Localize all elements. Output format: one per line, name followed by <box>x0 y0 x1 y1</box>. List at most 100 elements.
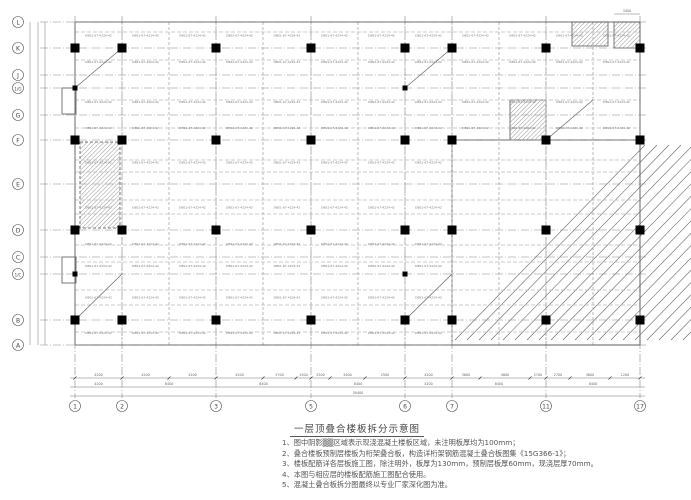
dimension-text: 8400 <box>165 382 173 386</box>
dimension-tick <box>568 376 572 380</box>
column-axis-bubble <box>210 400 222 412</box>
column-axis-label: 11 <box>542 403 550 410</box>
panel-label: DBS1-67-4224-42 <box>556 60 583 64</box>
panel-label: DBS1-67-4224-42 <box>368 206 395 210</box>
panel-label: DBS1-67-4224-42 <box>274 100 301 104</box>
panel-label: DBS1-67-4224-42 <box>368 126 395 130</box>
panel-label: DBS1-67-4224-42 <box>321 161 348 165</box>
dimension-text: 3400 <box>343 373 351 377</box>
dimension-tick <box>120 376 124 380</box>
dimension-tick <box>328 376 332 380</box>
row-axis-label: B <box>16 317 20 324</box>
panel-label: DBS1-67-4224-42 <box>368 264 395 268</box>
panel-label: DBS1-67-4224-42 <box>274 242 301 246</box>
slab-hatch-line <box>646 294 691 341</box>
dimension-text: 4800 <box>501 373 509 377</box>
structural-column <box>306 225 316 235</box>
row-axis-bubble <box>12 251 24 263</box>
cast-in-place-slab-area <box>571 21 609 47</box>
slab-hatch-line <box>502 146 691 341</box>
panel-label: DBS1-67-4224-42 <box>368 100 395 104</box>
panel-label: DBS1-67-4224-42 <box>179 34 206 38</box>
structural-column <box>211 43 221 53</box>
panel-label: DBS1-67-4224-42 <box>85 264 112 268</box>
panel-label: DBS1-67-4224-42 <box>226 100 253 104</box>
panel-label: DBS1-67-4224-42 <box>321 331 348 335</box>
column-axis-label: 6 <box>403 403 407 410</box>
plan-outline <box>74 21 641 346</box>
dimension-text: 1500 <box>299 373 307 377</box>
slab-hatch-line <box>634 282 691 341</box>
dimension-tick <box>638 376 642 380</box>
panel-label: DBS1-67-4224-42 <box>415 60 442 64</box>
dimension-text: 8400 <box>354 382 362 386</box>
slab-hatch-line <box>562 208 691 341</box>
panel-label: DBS1-67-4224-42 <box>556 100 583 104</box>
dimension-text: 4200 <box>424 382 432 386</box>
dimension-tick <box>528 376 532 380</box>
stair-diagonal-line <box>74 273 123 321</box>
slab-hatch-line <box>514 158 691 341</box>
panel-label: DBS1-67-4224-42 <box>179 126 206 130</box>
structural-column <box>70 135 80 145</box>
slab-hatch-line <box>490 144 682 341</box>
panel-label: DBS1-67-4224-42 <box>132 100 159 104</box>
dimension-text: 8400 <box>259 382 267 386</box>
panel-label: DBS1-67-4224-42 <box>274 60 301 64</box>
panel-label: DBS1-67-4224-42 <box>368 242 395 246</box>
slab-hatch-line <box>598 245 691 341</box>
row-axis-label: A <box>16 342 21 349</box>
structural-column <box>211 135 221 145</box>
panel-label: DBS1-67-4224-42 <box>132 126 159 130</box>
note-1: 1、图中阴影▒▒区域表示现浇混凝土楼板区域，未注明板厚均为100mm； <box>282 438 520 447</box>
structural-column <box>400 225 410 235</box>
structural-column <box>117 135 127 145</box>
column-axis-bubble <box>399 400 411 412</box>
row-axis-label: L <box>16 19 20 26</box>
structural-column <box>211 225 221 235</box>
dimension-tick <box>544 376 548 380</box>
panel-label: DBS1-67-4224-42 <box>179 206 206 210</box>
row-axis-label: G <box>16 112 21 119</box>
row-axis-bubble <box>12 314 24 326</box>
panel-label: DBS1-67-4224-42 <box>226 296 253 300</box>
column-axis-label: 7 <box>450 403 454 410</box>
panel-label: DBS1-67-4224-42 <box>321 34 348 38</box>
structural-column <box>117 225 127 235</box>
dimension-text: 2500 <box>381 373 389 377</box>
column-axis-label: 1 <box>73 403 77 410</box>
structural-column <box>635 315 645 325</box>
panel-label: DBS1-67-4224-42 <box>226 126 253 130</box>
panel-label: DBS1-67-4224-42 <box>321 126 348 130</box>
structural-column <box>117 43 127 53</box>
slab-hatch-line <box>586 232 691 341</box>
slab-hatch-line <box>622 269 691 341</box>
dimension-tick <box>403 376 407 380</box>
panel-label: DBS1-67-4224-42 <box>415 34 442 38</box>
note-5: 5、混凝土叠合板拆分图最终以专业厂家深化图为准。 <box>282 480 452 489</box>
structural-column <box>70 225 80 235</box>
structural-column <box>541 135 551 145</box>
panel-label: DBS1-67-4224-42 <box>509 100 536 104</box>
row-axis-bubble <box>12 109 24 121</box>
dimension-text: 8400 <box>589 382 597 386</box>
row-axis-bubble <box>12 178 24 190</box>
row-axis-label: 1/C <box>15 272 22 277</box>
dimension-tick <box>261 376 265 380</box>
panel-label: DBS1-67-4224-42 <box>274 296 301 300</box>
structural-column <box>541 225 551 235</box>
panel-label: DBS1-67-4224-42 <box>274 206 301 210</box>
panel-label: DBS1-67-4224-42 <box>179 161 206 165</box>
slab-hatch-line <box>550 195 691 341</box>
panel-label: DBS1-67-4224-42 <box>415 100 442 104</box>
panel-label: DBS1-67-4224-42 <box>85 126 112 130</box>
column-axis-bubble <box>446 400 458 412</box>
panel-label: DBS1-67-4224-42 <box>226 34 253 38</box>
structural-column <box>306 43 316 53</box>
panel-label: DBS1-67-4224-42 <box>226 331 253 335</box>
panel-label: DBS1-67-4224-42 <box>462 34 489 38</box>
row-axis-label: 1/G <box>15 86 22 91</box>
dimension-tick <box>309 376 313 380</box>
stair-diagonal-line <box>404 273 453 321</box>
dimension-total-text: 50400 <box>353 391 364 395</box>
